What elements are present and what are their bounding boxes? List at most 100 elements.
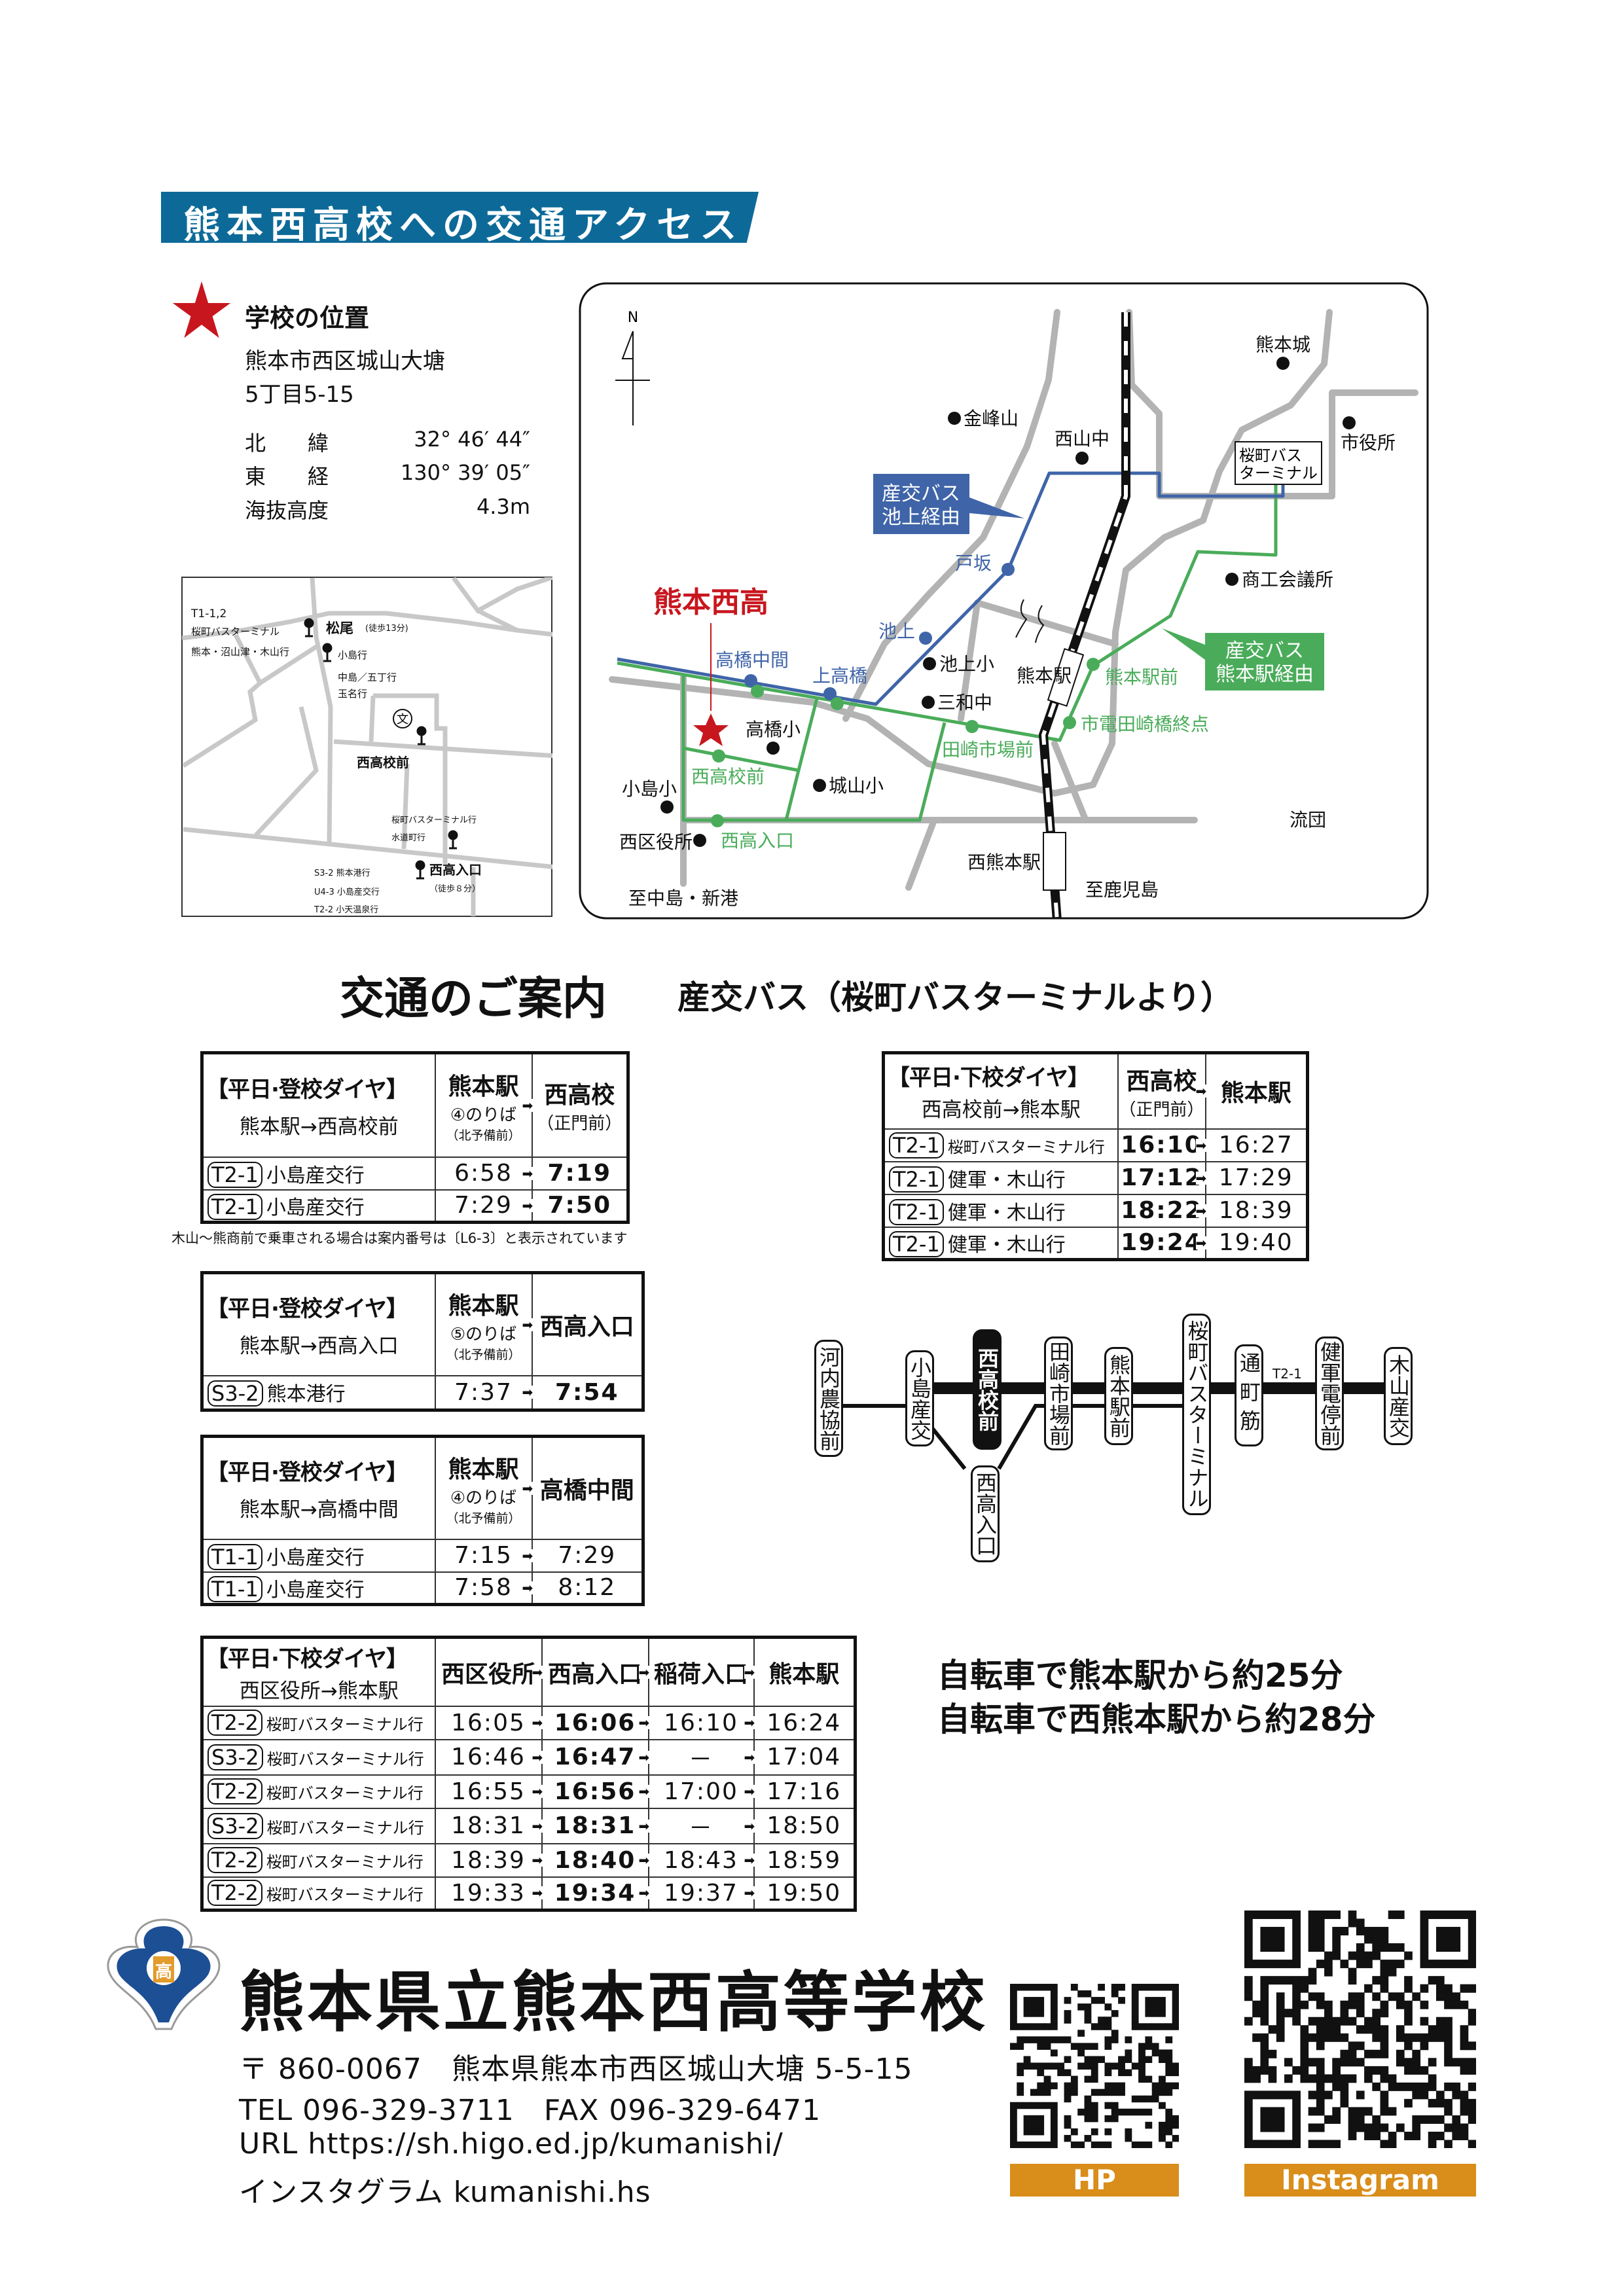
column-sub2: （北予備前） <box>446 1511 521 1526</box>
departure-time: 19:40 <box>1218 1229 1293 1257</box>
time-cell: ➡19:34 <box>532 1876 649 1911</box>
route-badge: T1-1 <box>208 1543 262 1570</box>
time-cell: ➡ 17:29 <box>1195 1160 1308 1195</box>
entrance-dest2: 水道町行 <box>391 833 425 843</box>
entrance-stop: 西高入口 <box>429 862 482 878</box>
arrow-right-icon: ➡ <box>744 1664 755 1680</box>
time-cell: ➡18:39 <box>1195 1193 1308 1228</box>
arrow-right-icon: ➡ <box>522 1316 533 1333</box>
route-destination: 桜町バスターミナル行 <box>947 1138 1105 1157</box>
blue-callout-line2: 池上経由 <box>882 506 960 529</box>
arrow-right-icon: ➡ <box>744 1784 755 1799</box>
route-badge: T2-1 <box>889 1198 944 1225</box>
stop-dot <box>919 632 932 645</box>
timetable-column-header: ➡高橋中間 <box>522 1435 644 1540</box>
arrow-right-icon: ➡ <box>638 1749 650 1765</box>
column-name: 熊本駅 <box>448 1456 519 1483</box>
time-cell: ➡18:31 <box>532 1807 649 1844</box>
entrance-route1: S3-2 熊本港行 <box>314 868 370 878</box>
departure-time: 17:00 <box>664 1778 738 1805</box>
departure-time: 19:24 <box>1121 1229 1202 1257</box>
arrow-right-icon: ➡ <box>532 1664 543 1680</box>
departure-time: 7:50 <box>547 1192 612 1219</box>
entrance-route3: T2-2 小天温泉行 <box>314 905 378 915</box>
column-sub: ④のりば <box>450 1488 517 1508</box>
timetable-title-cell: 【平日·登校ダイヤ】熊本駅→西高校前 <box>201 1052 436 1158</box>
timetable-title: 【平日·登校ダイヤ】 <box>206 1295 408 1322</box>
route-destination: 健軍・木山行 <box>947 1201 1066 1225</box>
area-map: N 熊本西高 金峰山 西山中 熊本城 市役所 商工会議所 池上小 三和中 熊本駅… <box>579 282 1429 920</box>
arrow-right-icon: ➡ <box>1195 1137 1207 1153</box>
route-badge: T2-1 <box>889 1230 944 1257</box>
departure-time: 16:24 <box>767 1709 842 1736</box>
location-heading: 学校の位置 <box>245 304 370 332</box>
kojima-dest1: 小島行 <box>338 649 367 661</box>
green-stop-label: 市電田崎橋終点 <box>1081 713 1209 735</box>
route-stop-8: 健軍電停前 <box>1315 1336 1344 1450</box>
school-tel-fax: TEL 096-329-3711 FAX 096-329-6471 <box>239 2094 821 2127</box>
route-destination: 健軍・木山行 <box>947 1168 1066 1192</box>
time-cell: 18:22 <box>1117 1193 1206 1228</box>
stop-dot <box>823 687 837 700</box>
route-badge: T2-1 <box>208 1193 262 1220</box>
route-stop-6: 桜町バスターミナル <box>1182 1314 1211 1515</box>
altitude-label: 海抜高度 <box>245 498 329 523</box>
landmark-label: 市役所 <box>1341 432 1396 454</box>
blue-route-stops <box>744 563 1015 700</box>
column-sub2: （北予備前） <box>446 1128 521 1143</box>
column-name: 西高入口 <box>539 1313 634 1340</box>
column-name: 熊本駅 <box>1220 1080 1291 1107</box>
school-instagram[interactable]: インスタグラム kumanishi.hs <box>239 2176 651 2209</box>
timetable-column-header: ➡ 西高入口 <box>522 1272 644 1376</box>
entrance-dest1: 桜町バスターミナル行 <box>391 816 477 825</box>
time-cell: 17:12 <box>1117 1160 1206 1195</box>
departure-time: 16:06 <box>554 1709 636 1736</box>
timetable-column-header: 西区役所 <box>434 1636 543 1707</box>
arrow-right-icon: ➡ <box>1195 1170 1207 1186</box>
time-cell: 19:33 <box>434 1876 543 1911</box>
time-cell: 16:46 <box>434 1738 543 1776</box>
landmark-label: 金峰山 <box>964 408 1019 429</box>
column-name: 西高入口 <box>547 1660 642 1688</box>
time-cell: 6:58 <box>434 1156 533 1191</box>
hp-qr-code[interactable] <box>1010 1984 1179 2148</box>
route-badge: T2-1 <box>889 1132 944 1158</box>
time-cell: 7:15 <box>434 1538 533 1573</box>
longitude-value: 130° 39′ 05″ <box>400 460 530 485</box>
stop-dot <box>751 685 764 698</box>
school-url[interactable]: URL https://sh.higo.ed.jp/kumanishi/ <box>239 2127 784 2161</box>
timetable-title-cell: 【平日·登校ダイヤ】熊本駅→高橋中間 <box>201 1435 436 1540</box>
arrow-right-icon: ➡ <box>532 1715 543 1731</box>
bus-stop-icon <box>416 726 427 745</box>
bus-stop-icons <box>304 618 458 880</box>
school-symbol-icon: 文 <box>393 709 412 728</box>
instagram-qr-code[interactable] <box>1244 1910 1476 2148</box>
time-cell: ➡18:50 <box>744 1807 856 1844</box>
route-destination: 小島産交行 <box>266 1578 365 1602</box>
address-line-1: 熊本市西区城山大塘 <box>245 348 445 374</box>
route-stop-5: 熊本駅前 <box>1104 1347 1133 1445</box>
time-cell: ➡7:50 <box>522 1189 629 1223</box>
timetable-column-header: ➡熊本駅 <box>744 1636 856 1707</box>
matsuo-routes-code: T1-1,2 <box>190 607 226 620</box>
green-stop-label: 西高入口 <box>721 830 794 852</box>
column-sub: ④のりば <box>450 1105 517 1125</box>
column-name: 西高校 <box>544 1082 615 1109</box>
departure-time: 8:12 <box>558 1574 617 1602</box>
arrow-right-icon: ➡ <box>638 1818 650 1834</box>
route-stop-4: 田崎市場前 <box>1044 1336 1073 1450</box>
departure-time: 17:29 <box>1218 1164 1293 1191</box>
blue-callout-line1: 産交バス <box>882 482 960 505</box>
time-cell: 7:29 <box>434 1189 533 1223</box>
school-emblem-logo: 高 <box>107 1918 221 2030</box>
green-stop-label: 田崎市場前 <box>942 739 1034 761</box>
departure-time: 18:22 <box>1121 1197 1202 1224</box>
timetable-title: 【平日·下校ダイヤ】 <box>888 1065 1090 1092</box>
route-destination: 桜町バスターミナル行 <box>266 1784 424 1803</box>
